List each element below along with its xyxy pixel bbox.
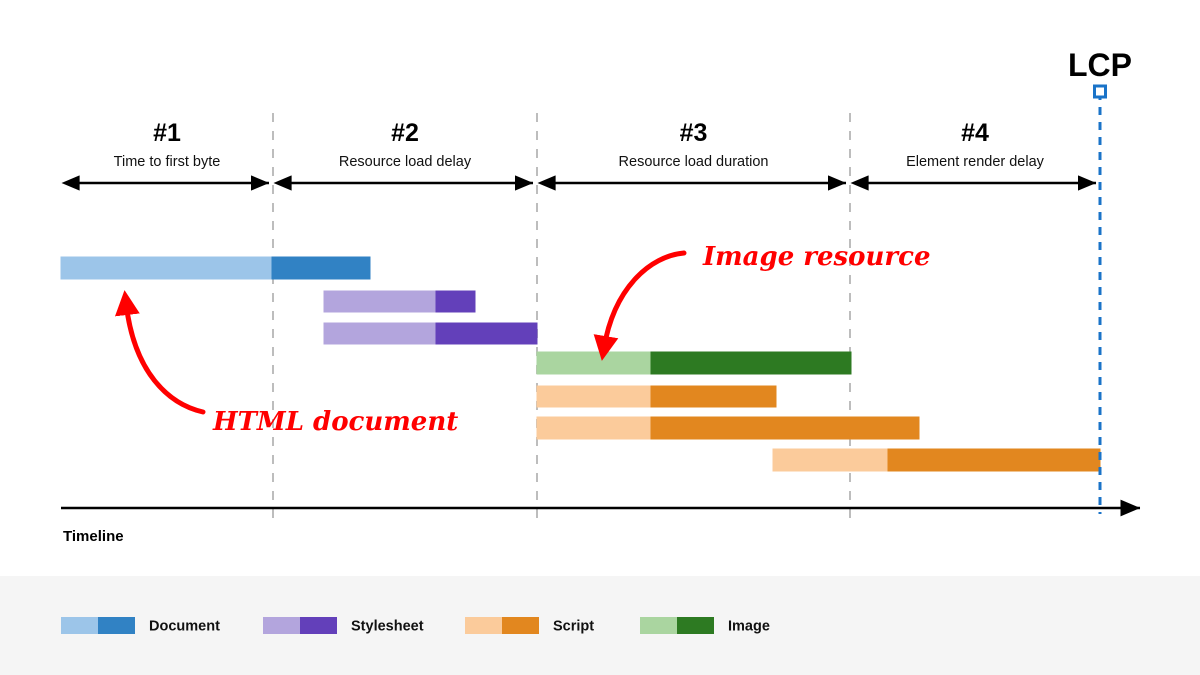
legend-label: Image (728, 618, 770, 634)
image-resource-annotation-text: Image resource (702, 242, 931, 272)
bar-segment-download (650, 385, 777, 408)
lcp-label: LCP (1068, 47, 1132, 83)
bar-script-6 (536, 416, 920, 440)
bar-segment-wait (536, 385, 652, 408)
phase-number-1: #1 (153, 119, 181, 147)
bar-script-5 (536, 385, 777, 408)
bar-segment-wait (323, 322, 437, 345)
image-resource-arrow (593, 250, 687, 361)
legend-swatch-light (640, 617, 677, 634)
legend-item-image: Image (640, 617, 770, 634)
bar-segment-wait (60, 256, 273, 280)
annotations-group: HTML document Image resource (114, 242, 931, 437)
timeline-axis-label: Timeline (63, 528, 124, 545)
gridlines-group (272, 113, 851, 520)
phase-label-3: Resource load duration (619, 154, 769, 170)
html-document-arrow (114, 290, 206, 415)
bar-segment-wait (772, 448, 889, 472)
legend-swatch-dark (300, 617, 337, 634)
legend-label: Script (553, 618, 594, 634)
bar-segment-download (650, 351, 852, 375)
phase-number-2: #2 (391, 119, 419, 147)
bar-segment-download (271, 256, 371, 280)
legend-swatch-dark (677, 617, 714, 634)
bar-image-4 (536, 351, 852, 375)
bar-document-1 (60, 256, 371, 280)
phase-label-4: Element render delay (906, 154, 1045, 170)
bar-stylesheet-2 (323, 290, 476, 313)
phase-label-1: Time to first byte (114, 154, 221, 170)
lcp-marker-handle (1093, 84, 1107, 99)
legend-label: Stylesheet (351, 618, 424, 634)
bar-segment-download (435, 290, 476, 313)
legend-swatch-dark (98, 617, 135, 634)
bar-segment-download (650, 416, 920, 440)
lcp-marker-group: LCP (1068, 47, 1132, 514)
bar-segment-wait (323, 290, 437, 313)
legend-swatch-light (61, 617, 98, 634)
phase-number-4: #4 (961, 119, 989, 147)
waterfall-bars-group (60, 256, 1101, 472)
bar-script-7 (772, 448, 1101, 472)
legend-label: Document (149, 618, 220, 634)
phase-label-2: Resource load delay (339, 154, 472, 170)
legend-item-script: Script (465, 617, 594, 634)
legend-items-group: Document Stylesheet Script Image (61, 617, 770, 634)
bar-segment-download (887, 448, 1101, 472)
legend-item-document: Document (61, 617, 220, 634)
bar-segment-wait (536, 416, 652, 440)
legend-swatch-light (465, 617, 502, 634)
phase-number-3: #3 (680, 119, 708, 147)
legend-item-stylesheet: Stylesheet (263, 617, 424, 634)
legend-band (0, 576, 1200, 675)
bar-segment-download (435, 322, 538, 345)
bar-stylesheet-3 (323, 322, 538, 345)
legend-swatch-light (263, 617, 300, 634)
bar-segment-wait (536, 351, 652, 375)
html-document-annotation-text: HTML document (212, 407, 458, 437)
legend-swatch-dark (502, 617, 539, 634)
timeline-axis-group: Timeline (61, 499, 1141, 545)
